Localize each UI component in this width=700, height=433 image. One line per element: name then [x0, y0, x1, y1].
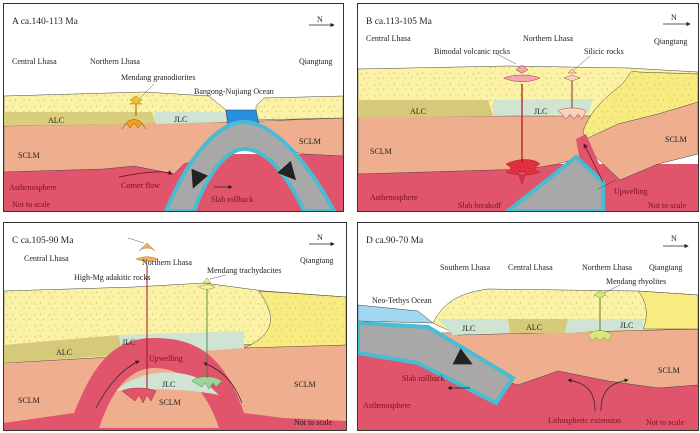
silicic-rocks: [563, 68, 581, 82]
label-not-to-scale: Not to scale: [646, 418, 685, 427]
granodiorite-body: [129, 95, 143, 105]
label-qiangtang: Qiangtang: [299, 57, 332, 66]
label-asthenosphere: Asthenosphere: [9, 183, 57, 192]
qiangtang-crust: [637, 290, 699, 330]
label-central-lhasa: Central Lhasa: [24, 254, 69, 263]
label-sclm-left: SCLM: [18, 396, 40, 405]
label-qiangtang: Qiangtang: [300, 256, 333, 265]
label-central-lhasa: Central Lhasa: [366, 34, 411, 43]
label-qiangtang: Qiangtang: [654, 37, 687, 46]
label-northern-lhasa: Northern Lhasa: [582, 263, 632, 272]
panel-a: A ca.140-113 Ma N Central Lhasa Northern…: [3, 3, 344, 213]
label-slab-rollback: Slab rollback: [211, 195, 253, 204]
label-central-lhasa: Central Lhasa: [508, 263, 553, 272]
alc-layer: [4, 335, 122, 363]
label-slab-breakoff: Slab breakoff: [458, 201, 502, 210]
label-alc: ALC: [48, 116, 64, 125]
label-asthenosphere: Asthenosphere: [363, 401, 411, 410]
bimodal-magma: [505, 159, 541, 185]
label-adakitic: High-Mg adakitic rocks: [74, 273, 150, 282]
mendang-rhyolites: [593, 290, 607, 299]
label-sclm-right: SCLM: [294, 380, 316, 389]
mendang-trachydacites: [198, 277, 216, 290]
panel-d: D ca.90-70 Ma N Southern Lhasa Central L…: [356, 222, 699, 431]
panel-title: C ca.105-90 Ma: [12, 236, 74, 246]
adakitic-rocks: [135, 242, 159, 262]
label-qiangtang: Qiangtang: [649, 263, 682, 272]
label-not-to-scale: Not to scale: [294, 418, 333, 427]
panel-title: A ca.140-113 Ma: [12, 17, 79, 27]
label-slab-rollback: Slab rollback: [402, 374, 444, 383]
label-alc: ALC: [410, 107, 426, 116]
label-silicic: Silicic rocks: [584, 47, 624, 56]
label-extension: Lithospheric extension: [548, 416, 621, 425]
label-jlc-top: JLC: [122, 338, 135, 347]
slab-arch: [162, 119, 338, 213]
label-jlc-inner: JLC: [162, 380, 175, 389]
label-sclm-left: SCLM: [370, 147, 392, 156]
granodiorite-pluton: [121, 118, 147, 130]
label-trachydacites: Mendang trachydacites: [207, 266, 281, 275]
label-sclm-right: SCLM: [665, 135, 687, 144]
label-bimodal: Bimodal volcanic rocks: [434, 47, 510, 56]
label-sclm-right: SCLM: [299, 137, 321, 146]
svg-text:N: N: [671, 234, 677, 243]
rhyolite-intrusion: [587, 330, 613, 342]
alc-layer: [358, 100, 493, 117]
jlc-layer: [154, 112, 226, 124]
label-jlc: JLC: [174, 115, 187, 124]
label-jlc: JLC: [534, 107, 547, 116]
label-alc: ALC: [56, 348, 72, 357]
svg-text:N: N: [671, 13, 677, 22]
label-neo-tethys: Neo-Tethys Ocean: [372, 296, 432, 305]
label-not-to-scale: Not to scale: [648, 201, 687, 210]
sclm-right-block: [244, 348, 346, 413]
label-granodiorites: Mendang granodiorites: [121, 73, 195, 82]
label-not-to-scale: Not to scale: [12, 200, 51, 209]
label-upwelling: Upwelling: [614, 187, 648, 196]
neo-tethys-ocean: [357, 304, 434, 324]
label-upwelling: Upwelling: [149, 354, 183, 363]
label-sclm-center: SCLM: [159, 398, 181, 407]
alc-layer: [508, 319, 568, 333]
label-jlc-right: JLC: [620, 321, 633, 330]
label-jlc-left: JLC: [462, 324, 475, 333]
silicic-intrusion: [557, 107, 587, 120]
label-northern-lhasa: Northern Lhasa: [142, 258, 192, 267]
alc-layer: [4, 112, 156, 126]
north-arrow: N: [309, 15, 335, 28]
north-arrow: N: [663, 234, 689, 249]
svg-text:N: N: [317, 15, 323, 24]
label-northern-lhasa: Northern Lhasa: [90, 57, 140, 66]
label-ocean: Bangong-Nujiang Ocean: [194, 87, 274, 96]
jlc-right: [565, 319, 643, 333]
trachydacite-intrusion: [191, 376, 223, 390]
panel-title: D ca.90-70 Ma: [366, 236, 424, 246]
label-sclm-left: SCLM: [18, 151, 40, 160]
jlc-left: [438, 319, 510, 335]
subducting-slab: [356, 320, 516, 406]
label-rhyolites: Mendang rhyolites: [606, 277, 666, 286]
north-arrow: N: [309, 233, 335, 247]
jlc-inner: [116, 372, 219, 395]
panel-title: B ca.113-105 Ma: [366, 17, 433, 27]
north-arrow: N: [663, 13, 691, 27]
label-central-lhasa: Central Lhasa: [12, 57, 57, 66]
panel-b: B ca.113-105 Ma N Central Lhasa Northern…: [357, 3, 699, 213]
label-northern-lhasa: Northern Lhasa: [523, 34, 573, 43]
bimodal-volcanic: [503, 64, 541, 82]
label-alc: ALC: [526, 323, 542, 332]
label-asthenosphere: Asthenosphere: [370, 193, 418, 202]
svg-text:N: N: [317, 233, 323, 242]
panel-c: C ca.105-90 Ma N Central Lhasa Northern …: [3, 222, 347, 431]
label-southern-lhasa: Southern Lhasa: [440, 263, 490, 272]
adakitic-melt: [121, 387, 157, 404]
label-sclm: SCLM: [658, 366, 680, 375]
label-corner-flow: Corner flow: [121, 181, 160, 190]
